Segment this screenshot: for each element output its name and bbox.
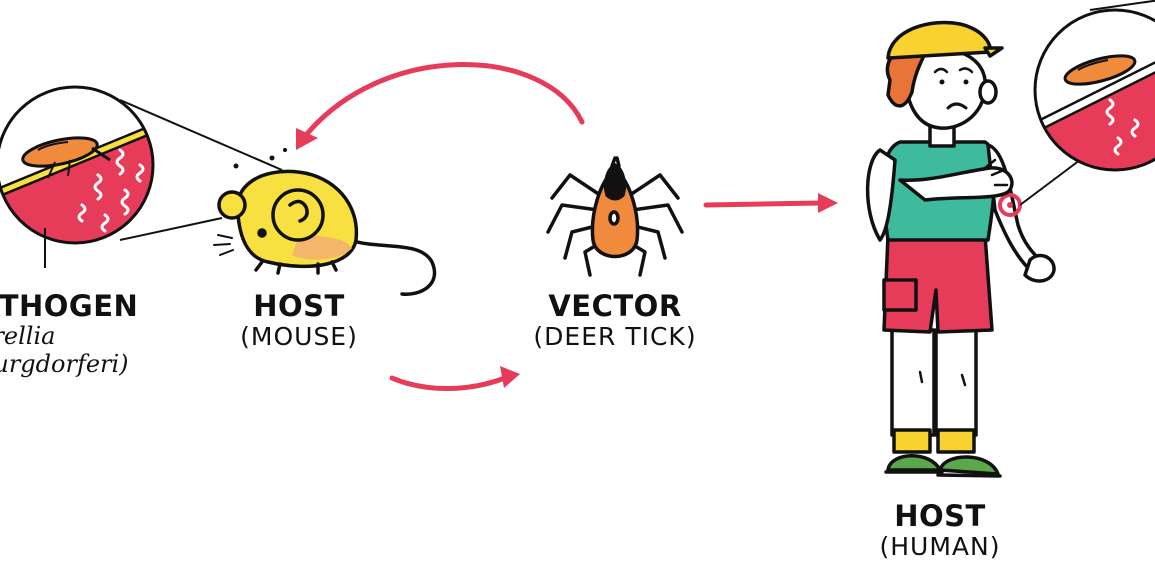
human-host-sub: (HUMAN): [879, 532, 1001, 562]
arrow-tick-to-mouse-head: [296, 128, 318, 150]
pathogen-label: ATHOGEN orellia burgdorferi): [0, 289, 178, 379]
pathogen-latin-line1: orellia: [0, 322, 56, 351]
pathogen-magnifier: [0, 85, 283, 268]
arrow-tick-to-human-head: [818, 193, 838, 213]
arrow-mouse-to-tick: [389, 375, 508, 391]
vector-sub: (DEER TICK): [533, 322, 697, 352]
bite-magnifier: [1019, 0, 1155, 206]
mouse-host-title: HOST: [253, 289, 345, 323]
human-host-label: HOST (HUMAN): [860, 499, 1020, 562]
human-icon: [865, 20, 1056, 478]
vector-label: VECTOR (DEER TICK): [510, 289, 720, 352]
arrow-tick-to-human: [703, 200, 823, 208]
mouse-host-label: HOST (MOUSE): [214, 289, 384, 352]
arrow-tick-to-mouse: [299, 62, 585, 143]
human-host-title: HOST: [894, 499, 986, 533]
arrow-mouse-to-tick-head: [500, 366, 520, 388]
tick-closeup-icon: [1063, 54, 1137, 86]
vector-title: VECTOR: [548, 289, 682, 323]
mouse-icon: [213, 148, 437, 296]
deer-tick-icon: [546, 156, 684, 277]
pathogen-latin-line2: burgdorferi): [0, 349, 129, 378]
tick-closeup-icon: [21, 136, 111, 179]
pathogen-title: ATHOGEN: [0, 289, 139, 323]
mouse-host-sub: (MOUSE): [240, 322, 358, 352]
bacteria-squiggles: [77, 148, 145, 233]
